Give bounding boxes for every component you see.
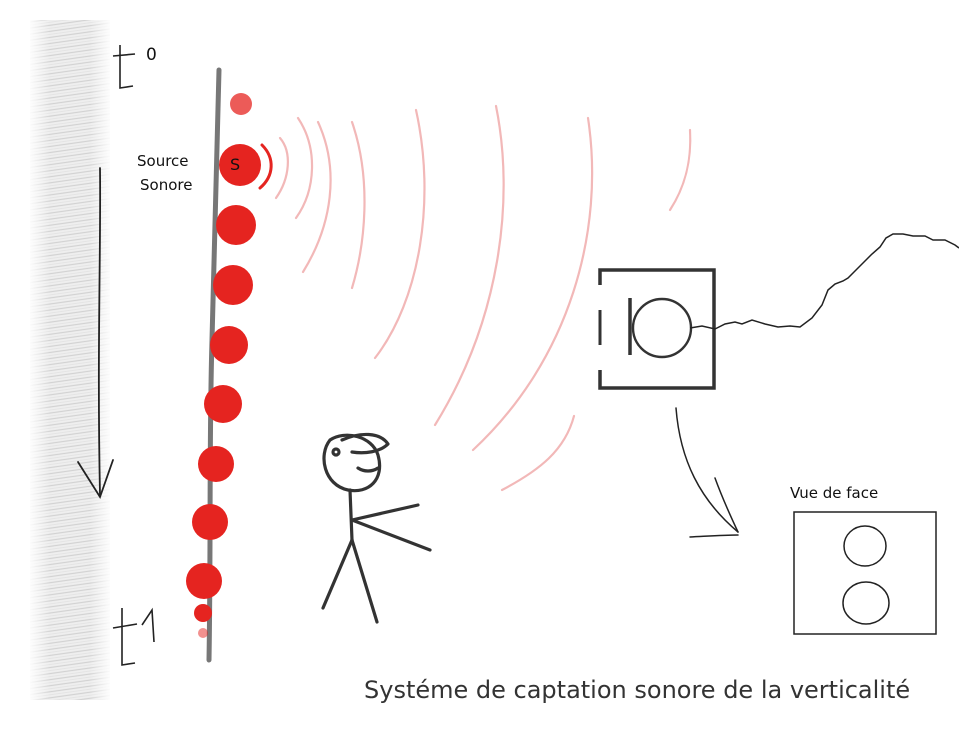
source-marker: S — [230, 155, 240, 174]
source-position-1 — [230, 93, 252, 115]
source-position-8 — [192, 504, 228, 540]
source-position-2 — [219, 144, 261, 186]
source-position-5 — [210, 326, 248, 364]
source-position-4 — [213, 265, 253, 305]
diagram-caption: Systéme de captation sonore de la vertic… — [364, 676, 911, 704]
signal-waveform — [689, 233, 959, 330]
source-position-3 — [216, 205, 256, 245]
sensor-box — [598, 268, 716, 390]
front-view-arrow — [675, 407, 739, 538]
t0-label: 0 — [112, 45, 157, 89]
front-view-label: Vue de face — [790, 484, 878, 502]
source-label-line1: Source — [137, 152, 189, 170]
source-positions — [186, 93, 261, 638]
source-position-10 — [194, 604, 212, 622]
source-label-line2: Sonore — [140, 176, 192, 194]
wall — [30, 20, 110, 700]
source-position-7 — [198, 446, 234, 482]
source-position-9 — [186, 563, 222, 599]
observer-figure — [321, 432, 432, 624]
t0-exponent: 0 — [146, 45, 157, 65]
emission-arc — [258, 143, 273, 190]
source-position-11 — [198, 628, 208, 638]
microphone-icon — [631, 297, 693, 359]
t1-label — [112, 607, 155, 666]
sound-waves — [274, 104, 692, 492]
time-arrow — [77, 167, 114, 500]
microphone-top-icon — [843, 525, 887, 567]
microphone-bottom-icon — [842, 581, 890, 625]
source-position-6 — [204, 385, 242, 423]
front-view-box — [793, 511, 937, 635]
